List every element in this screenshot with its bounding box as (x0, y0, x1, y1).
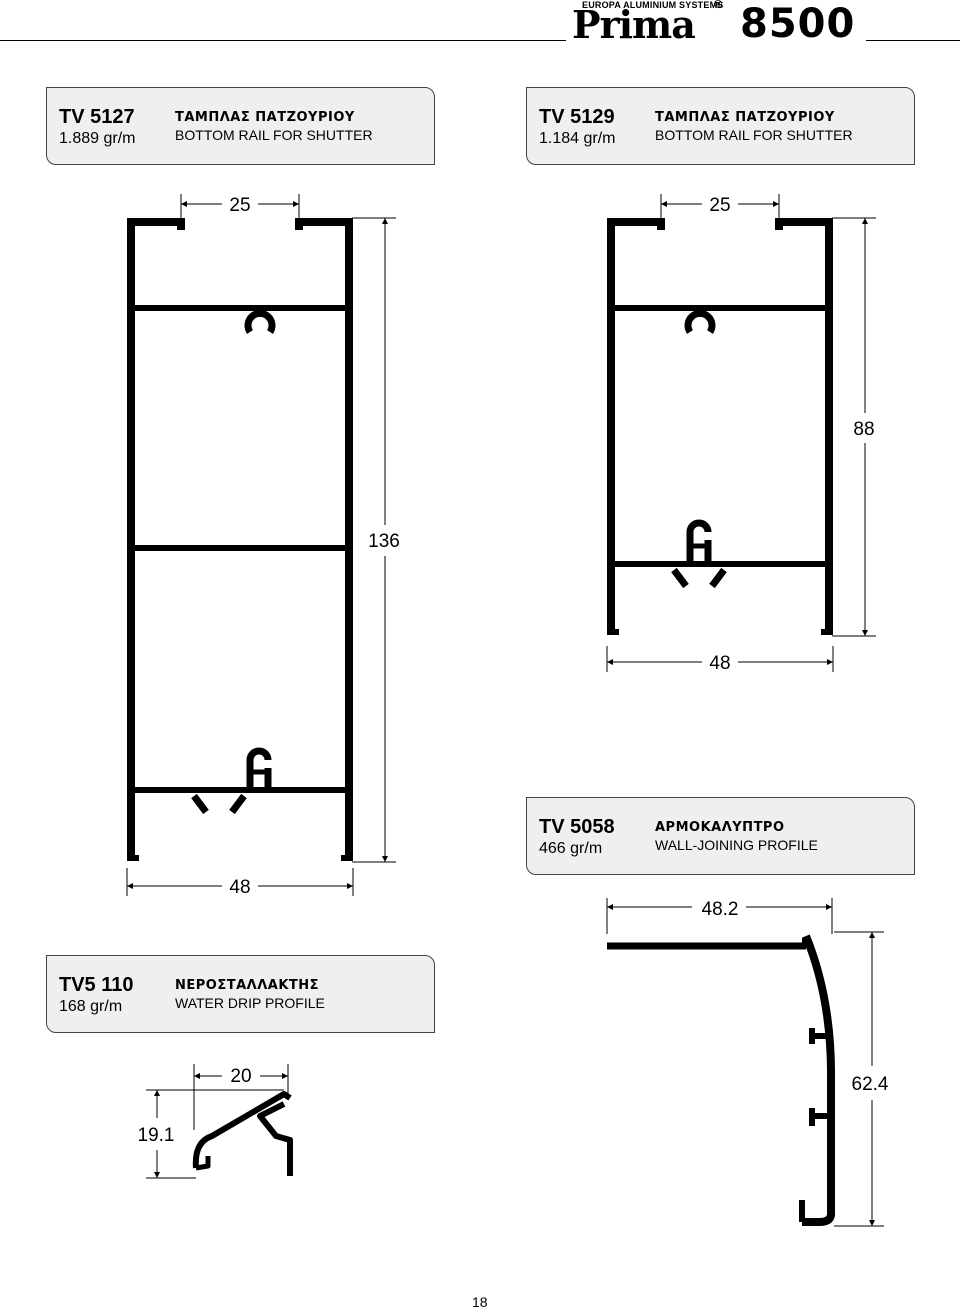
registered-mark: ® (714, 0, 723, 11)
dim-label: 20 (230, 1066, 251, 1087)
dim-label: 62.4 (852, 1074, 889, 1095)
dim-label: 19.1 (138, 1125, 175, 1146)
profile-box-tv5129: TV 5129 1.184 gr/m ΤΑΜΠΛΑΣ ΠΑΤΖΟΥΡΙΟΥ BO… (526, 87, 915, 165)
profile-title-english: BOTTOM RAIL FOR SHUTTER (175, 127, 373, 143)
dimensions-tv5129 (606, 194, 876, 672)
profile-drawing-tv5129 (607, 218, 833, 635)
profile-code: TV5 110 (59, 974, 134, 996)
dim-label: 48 (709, 653, 730, 674)
profile-drawing-tv5058 (607, 934, 836, 1226)
profile-code: TV 5129 (539, 106, 615, 128)
header-rule-left (0, 40, 566, 41)
profile-title-greek: ΝΕΡΟΣΤΑΛΛΑΚΤΗΣ (175, 978, 320, 993)
dim-label: 25 (229, 195, 250, 216)
profile-title-greek: ΑΡΜΟΚΑΛΥΠΤΡΟ (655, 820, 785, 835)
profile-code: TV 5127 (59, 106, 135, 128)
profile-drawing-tv5110 (192, 1091, 293, 1176)
profile-title-english: WALL-JOINING PROFILE (655, 837, 818, 853)
profile-box-tv5110: TV5 110 168 gr/m ΝΕΡΟΣΤΑΛΛΑΚΤΗΣ WATER DR… (46, 955, 435, 1033)
profile-title-english: BOTTOM RAIL FOR SHUTTER (655, 127, 853, 143)
brand-logo: EUROPA ALUMINIUM SYSTEMS ® Prima 8500 (572, 0, 862, 47)
profile-box-tv5127: TV 5127 1.889 gr/m ΤΑΜΠΛΑΣ ΠΑΤΖΟΥΡΙΟΥ BO… (46, 87, 435, 165)
page-number: 18 (472, 1294, 488, 1310)
dim-label: 48 (229, 877, 250, 898)
profile-title-greek: ΤΑΜΠΛΑΣ ΠΑΤΖΟΥΡΙΟΥ (175, 110, 355, 125)
profile-title-english: WATER DRIP PROFILE (175, 995, 325, 1011)
dimensions-tv5127 (126, 194, 396, 896)
dimensions-tv5110 (146, 1064, 289, 1179)
profile-title-greek: ΤΑΜΠΛΑΣ ΠΑΤΖΟΥΡΙΟΥ (655, 110, 835, 125)
brand-name: Prima (572, 2, 696, 47)
profile-box-tv5058: TV 5058 466 gr/m ΑΡΜΟΚΑΛΥΠΤΡΟ WALL-JOINI… (526, 797, 915, 875)
profile-drawing-tv5127 (127, 218, 353, 861)
dim-label: 25 (709, 195, 730, 216)
profile-weight: 168 gr/m (59, 998, 123, 1015)
brand-subtitle: EUROPA ALUMINIUM SYSTEMS (582, 0, 724, 10)
dim-label: 136 (368, 531, 400, 552)
dim-label: 48.2 (702, 899, 739, 920)
profile-weight: 1.184 gr/m (539, 130, 616, 147)
dim-label: 88 (853, 419, 874, 440)
dimensions-tv5058 (606, 898, 884, 1227)
header-rule-right (866, 40, 960, 41)
series-number: 8500 (740, 1, 856, 47)
profile-weight: 466 gr/m (539, 840, 603, 857)
profile-weight: 1.889 gr/m (59, 130, 136, 147)
profile-code: TV 5058 (539, 816, 615, 838)
